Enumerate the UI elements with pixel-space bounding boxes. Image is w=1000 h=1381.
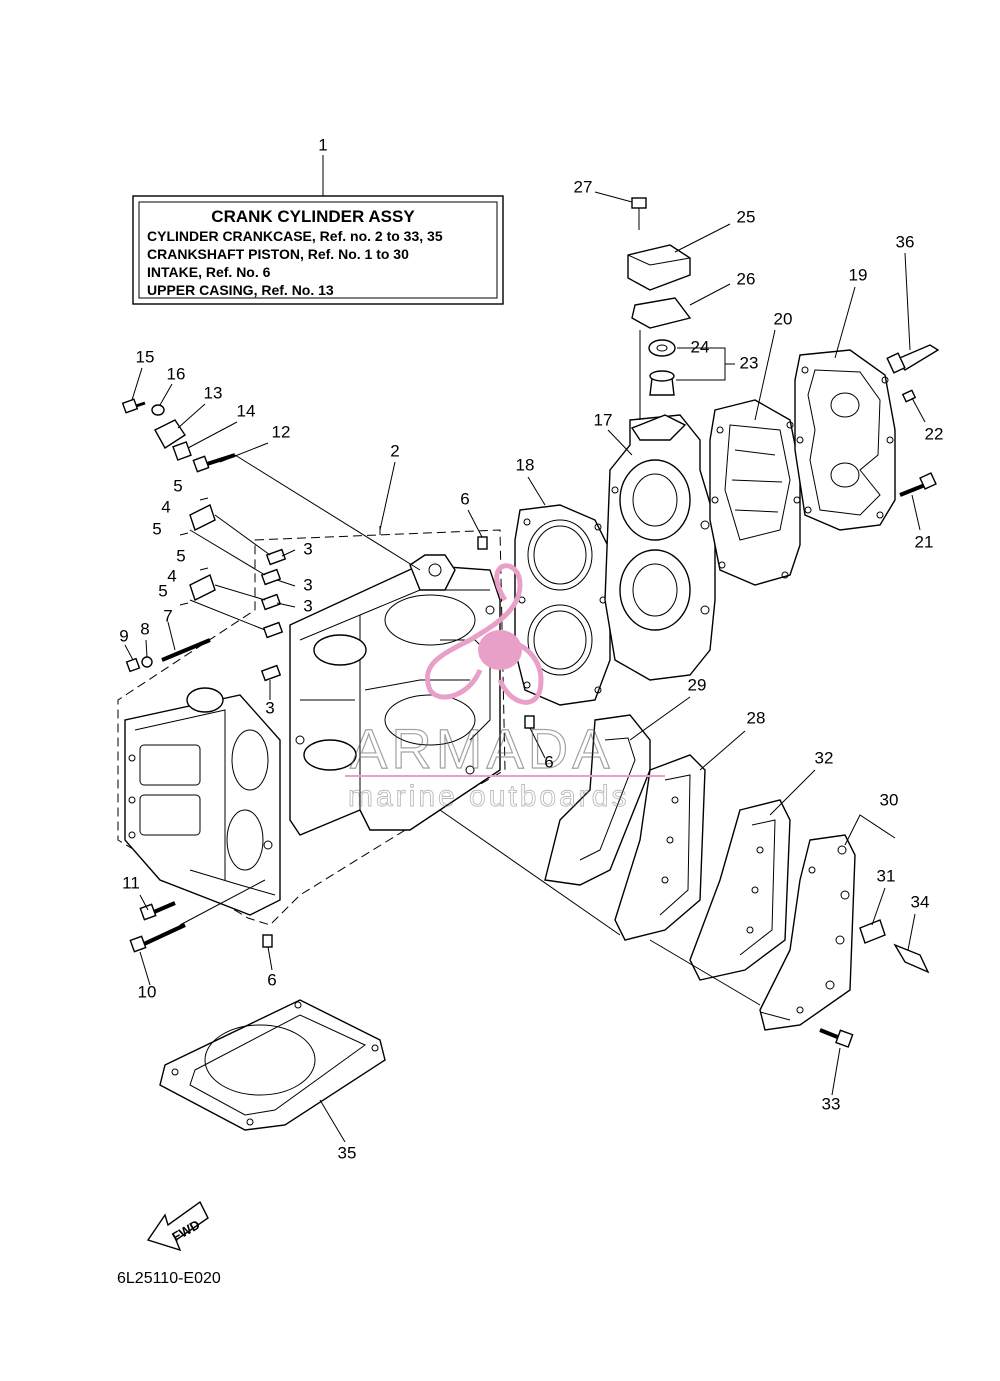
callout-11: 11 — [122, 873, 140, 892]
callout-26: 26 — [737, 269, 756, 288]
assembly-title: CRANK CYLINDER ASSY — [211, 207, 415, 226]
callout-12: 12 — [272, 422, 291, 441]
callout-16: 16 — [167, 364, 186, 383]
leader-lines — [124, 191, 926, 1143]
forward-arrow: FWD — [146, 1200, 209, 1252]
assembly-line-4: UPPER CASING, Ref. No. 13 — [147, 282, 334, 298]
cylinder-head-part — [604, 414, 716, 681]
callout-13: 13 — [204, 383, 223, 402]
head-cover-part — [794, 349, 896, 531]
callout-25: 25 — [737, 207, 756, 226]
base-gasket-part — [159, 999, 386, 1131]
callout-29: 29 — [688, 675, 707, 694]
callout-5a: 5 — [173, 476, 182, 495]
callout-24: 24 — [691, 337, 710, 356]
callout-17: 17 — [594, 410, 613, 429]
callout-2: 2 — [390, 441, 399, 460]
diagram-code: 6L25110-E020 — [117, 1270, 221, 1287]
assembly-line-1: CYLINDER CRANKCASE, Ref. no. 2 to 33, 35 — [147, 228, 443, 244]
watermark-tagline: marine outboards — [348, 780, 629, 813]
callout-19: 19 — [849, 265, 868, 284]
callout-31: 31 — [877, 866, 896, 885]
watermark-brand: ARMADA — [350, 717, 614, 780]
callout-6b: 6 — [544, 752, 553, 771]
callout-34: 34 — [911, 892, 930, 911]
cylinder-crankcase-part — [289, 554, 501, 836]
callout-8: 8 — [140, 619, 149, 638]
callout-6c: 6 — [267, 970, 276, 989]
callout-15: 15 — [136, 347, 155, 366]
callout-21: 21 — [915, 532, 934, 551]
fasteners — [121, 344, 940, 1048]
callout-32: 32 — [815, 748, 834, 767]
head-gasket-part — [514, 504, 611, 706]
callout-30: 30 — [880, 790, 899, 809]
callout-6a: 6 — [460, 489, 469, 508]
callout-3c: 3 — [303, 596, 312, 615]
callout-20: 20 — [774, 309, 793, 328]
callout-5b: 5 — [152, 519, 161, 538]
callout-10: 10 — [138, 982, 157, 1001]
callout-28: 28 — [747, 708, 766, 727]
callout-7: 7 — [163, 606, 172, 625]
callout-27: 27 — [574, 177, 593, 196]
assembly-line-2: CRANKSHAFT PISTON, Ref. No. 1 to 30 — [147, 246, 409, 262]
callout-5c: 5 — [176, 546, 185, 565]
thermostat-assembly — [627, 197, 692, 420]
callout-3b: 3 — [303, 575, 312, 594]
watermark-logo: ARMADA marine outboards — [345, 563, 665, 813]
callout-23: 23 — [740, 353, 759, 372]
callout-35: 35 — [338, 1143, 357, 1162]
callout-4a: 4 — [161, 497, 170, 516]
callout-labels: 2 3 3 3 3 4 4 5 5 5 5 6 6 6 7 8 9 10 11 … — [119, 177, 943, 1162]
callout-4b: 4 — [167, 566, 176, 585]
callout-3d: 3 — [265, 698, 274, 717]
callout-14: 14 — [237, 401, 256, 420]
callout-22: 22 — [925, 424, 944, 443]
callout-18: 18 — [516, 455, 535, 474]
head-cover-gasket-part — [709, 399, 801, 586]
crankcase-half-part — [124, 687, 281, 916]
exhaust-plates — [544, 714, 856, 1031]
ref-1-label: 1 — [318, 135, 327, 154]
assembly-line-3: INTAKE, Ref. No. 6 — [147, 264, 271, 280]
callout-3a: 3 — [303, 539, 312, 558]
callout-36: 36 — [896, 232, 915, 251]
callout-5d: 5 — [158, 581, 167, 600]
callout-9: 9 — [119, 626, 128, 645]
callout-33: 33 — [822, 1094, 841, 1113]
assembly-title-box: 1 CRANK CYLINDER ASSY CYLINDER CRANKCASE… — [132, 135, 504, 305]
